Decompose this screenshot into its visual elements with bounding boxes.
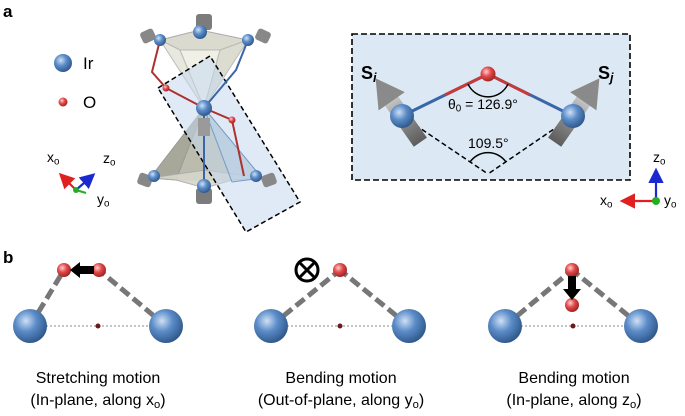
right-axis-x-label: xo (600, 192, 613, 211)
bending-out-of-plane-scene (254, 257, 426, 343)
bending-in-plane-scene (488, 263, 658, 343)
left-axis-z-label: zo (103, 150, 116, 169)
left-axis-y-label: yo (97, 191, 110, 210)
spin-i-label: Si (361, 63, 377, 86)
left-axes-triad (58, 172, 96, 195)
caption-stretching: Stretching motion (In-plane, along xo) (30, 370, 166, 411)
legend-o-atom (58, 97, 68, 107)
angle-109-label: 109.5° (468, 135, 509, 151)
right-axis-z-label: zo (653, 149, 666, 168)
panel-b-label: b (3, 248, 14, 267)
legend-ir-atom (54, 54, 72, 72)
spin-j-label: Sj (598, 63, 614, 86)
theta-label: θ0 = 126.9° (448, 96, 518, 115)
panel-a-label: a (3, 2, 13, 21)
stretching-scene (13, 262, 183, 343)
caption-bending-out-of-plane: Bending motion (Out-of-plane, along yo) (257, 370, 425, 411)
inset-drawing (375, 66, 600, 175)
caption-bending-in-plane: Bending motion (In-plane, along zo) (506, 370, 642, 411)
crystal-structure (137, 14, 302, 234)
right-axes-triad (619, 167, 664, 209)
right-axis-y-label: yo (664, 192, 677, 211)
legend-ir-label: Ir (83, 54, 94, 73)
left-axis-x-label: xo (47, 149, 60, 168)
legend-o-label: O (83, 93, 97, 112)
